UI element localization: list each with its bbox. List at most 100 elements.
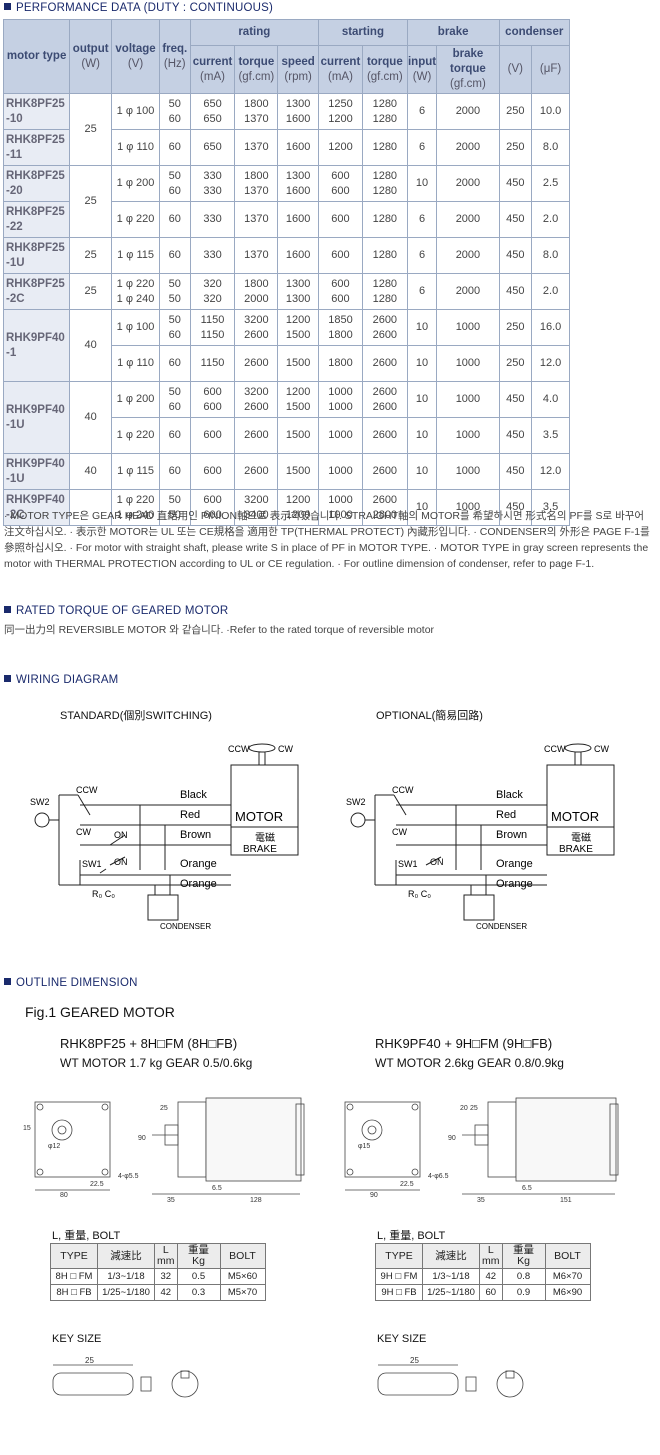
motor-type-cell: RHK8PF25 -10 bbox=[2, 93, 71, 130]
cell-spd: 1300 1300 bbox=[277, 273, 320, 310]
cell-tq: 3200 2600 bbox=[234, 381, 279, 418]
dim-label: 6.5 bbox=[212, 1185, 222, 1192]
motor-ccw-label: CCW bbox=[544, 744, 566, 754]
header-motor-type: motor type bbox=[2, 19, 71, 94]
cell-voltage: 1 φ 115 bbox=[111, 453, 160, 490]
cell-spd: 1500 bbox=[277, 345, 320, 382]
cell-inp: 10 bbox=[406, 309, 438, 346]
cell-btq: 1000 bbox=[436, 381, 500, 418]
key-length-label: 25 bbox=[85, 1356, 94, 1365]
sw2-label: SW2 bbox=[346, 797, 366, 807]
spec-cell: M5×60 bbox=[219, 1268, 266, 1285]
cell-spd: 1300 1600 bbox=[277, 165, 320, 202]
cell-cur: 330 bbox=[189, 201, 236, 238]
cell-stq: 1280 1280 bbox=[361, 93, 408, 130]
spec-header: L mm bbox=[479, 1243, 503, 1269]
wire-label: Orange bbox=[180, 858, 217, 870]
spec-cell: 9H □ FB bbox=[375, 1284, 423, 1301]
cell-freq: 60 bbox=[159, 237, 191, 274]
cell-scur: 1200 bbox=[318, 129, 363, 166]
wire-label: Red bbox=[180, 809, 200, 821]
cell-freq: 50 60 bbox=[159, 381, 191, 418]
cell-scur: 1800 bbox=[318, 345, 363, 382]
brake-kanji-label: 電磁 bbox=[255, 831, 275, 844]
cell-stq: 2600 bbox=[361, 453, 408, 490]
cell-btq: 1000 bbox=[436, 453, 500, 490]
on-label: ON bbox=[430, 857, 444, 867]
dim-label: 4-φ5.5 bbox=[118, 1173, 139, 1180]
cell-cur: 330 bbox=[189, 237, 236, 274]
spec-cell: 32 bbox=[154, 1268, 178, 1285]
cell-spd: 1200 1500 bbox=[277, 309, 320, 346]
output-cell: 40 bbox=[69, 453, 113, 490]
cell-stq: 2600 2600 bbox=[361, 309, 408, 346]
header-starting: starting bbox=[318, 19, 408, 46]
cell-inp: 10 bbox=[406, 165, 438, 202]
spec-header: TYPE bbox=[375, 1243, 423, 1269]
cell-freq: 50 60 bbox=[159, 309, 191, 346]
ccw-label: CCW bbox=[76, 785, 98, 795]
dim-label: 22.5 bbox=[400, 1181, 414, 1188]
header-speed: speed(rpm) bbox=[277, 45, 320, 94]
cell-voltage: 1 φ 220 1 φ 240 bbox=[111, 273, 160, 310]
output-cell: 25 bbox=[69, 93, 113, 166]
sw1-label: SW1 bbox=[398, 859, 418, 869]
cell-voltage: 1 φ 110 bbox=[111, 129, 160, 166]
cell-cur: 650 650 bbox=[189, 93, 236, 130]
left-motor-drawing: 80 22.5 4-φ5.5 35 128 25 6.5 90 15 φ12 bbox=[23, 1097, 305, 1204]
wire-label: Red bbox=[496, 809, 516, 821]
cell-freq: 60 bbox=[159, 345, 191, 382]
cell-voltage: 1 φ 110 bbox=[111, 345, 160, 382]
cell-freq: 50 60 bbox=[159, 93, 191, 130]
cell-cv: 250 bbox=[498, 309, 533, 346]
left-key-size-title: KEY SIZE bbox=[52, 1333, 102, 1345]
cell-btq: 2000 bbox=[436, 273, 500, 310]
cell-voltage: 1 φ 100 bbox=[111, 93, 160, 130]
square-bullet-icon bbox=[4, 675, 11, 682]
spec-cell: 1/3~1/18 bbox=[97, 1268, 155, 1285]
cell-stq: 2600 bbox=[361, 345, 408, 382]
header-brake-torque: brake torque(gf.cm) bbox=[436, 45, 500, 94]
rc-label: R₀ C₀ bbox=[408, 889, 431, 899]
cell-cv: 250 bbox=[498, 93, 533, 130]
cell-btq: 2000 bbox=[436, 93, 500, 130]
spec-header: 減速比 bbox=[97, 1243, 155, 1269]
motor-type-cell: RHK8PF25 -2C bbox=[2, 273, 71, 310]
performance-table: motor type output(W) voltage(V) freq.(Hz… bbox=[2, 19, 571, 526]
cell-cv: 450 bbox=[498, 237, 533, 274]
motor-type-cell: RHK8PF25 -1U bbox=[2, 237, 71, 274]
cell-cur: 1150 bbox=[189, 345, 236, 382]
header-starting-current: current(mA) bbox=[318, 45, 363, 94]
cell-btq: 1000 bbox=[436, 417, 500, 454]
header-starting-torque: torque(gf.cm) bbox=[361, 45, 408, 94]
cell-stq: 2600 2600 bbox=[361, 381, 408, 418]
spec-header: BOLT bbox=[219, 1243, 266, 1269]
dim-label: 35 bbox=[477, 1197, 485, 1204]
cell-stq: 2600 bbox=[361, 417, 408, 454]
right-motor-drawing: 90 22.5 4-φ6.5 35 151 25 6.5 90 20 φ15 bbox=[344, 1097, 619, 1204]
header-torque: torque(gf.cm) bbox=[234, 45, 279, 94]
cell-voltage: 1 φ 115 bbox=[111, 237, 160, 274]
sw2-label: SW2 bbox=[30, 797, 50, 807]
cell-freq: 60 bbox=[159, 129, 191, 166]
brake-label: BRAKE bbox=[243, 844, 277, 855]
on-label-2: ON bbox=[114, 857, 128, 867]
header-voltage: voltage(V) bbox=[111, 19, 160, 94]
cell-stq: 1280 1280 bbox=[361, 165, 408, 202]
dim-label: 25 bbox=[160, 1105, 168, 1112]
wire-label: Orange bbox=[496, 878, 533, 890]
left-model-label: RHK8PF25 + 8H□FM (8H□FB) bbox=[60, 1036, 238, 1051]
cell-scur: 1850 1800 bbox=[318, 309, 363, 346]
cell-tq: 2600 bbox=[234, 453, 279, 490]
cell-tq: 3200 2600 bbox=[234, 309, 279, 346]
cell-cur: 600 bbox=[189, 417, 236, 454]
cell-cur: 330 330 bbox=[189, 165, 236, 202]
cell-voltage: 1 φ 200 bbox=[111, 381, 160, 418]
cell-voltage: 1 φ 220 bbox=[111, 417, 160, 454]
cell-scur: 600 600 bbox=[318, 165, 363, 202]
cell-stq: 1280 bbox=[361, 201, 408, 238]
